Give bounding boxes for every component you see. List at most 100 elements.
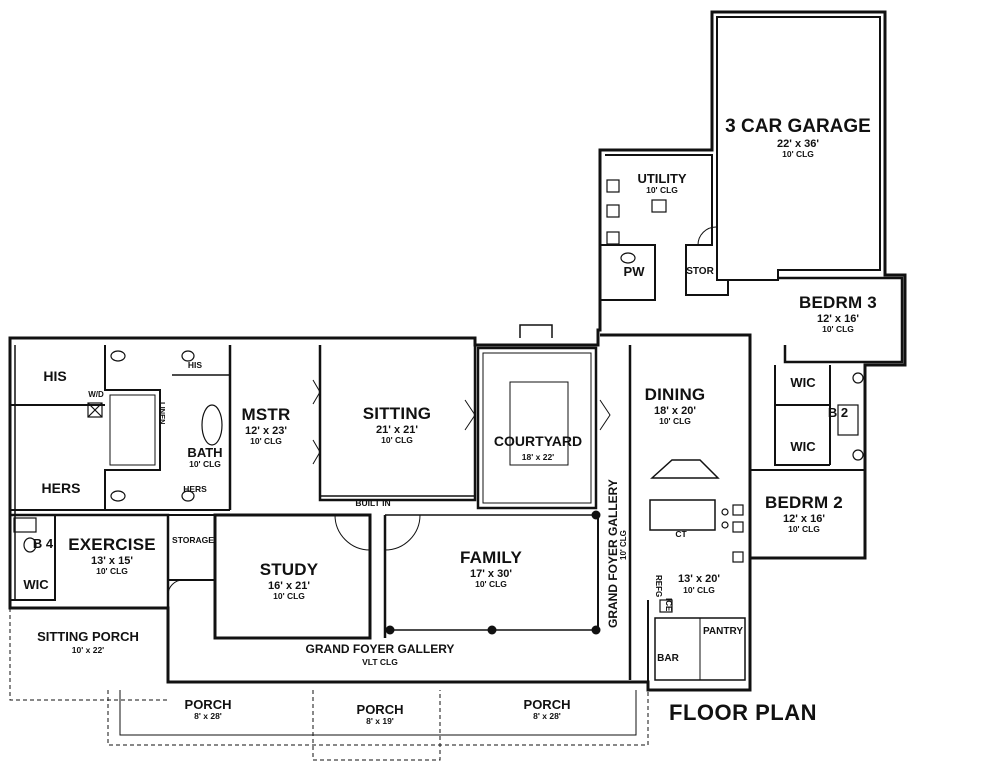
courtyard-name: COURTYARD (493, 433, 583, 449)
room-grand-foyer: GRAND FOYER GALLERY VLT CLG (306, 643, 455, 667)
pw-name: PW (623, 264, 645, 279)
exercise-name: EXERCISE (68, 535, 156, 554)
bedrm3-clg: 10' CLG (822, 324, 854, 335)
garage-name: 3 CAR GARAGE (725, 116, 871, 137)
room-wd: W/D (88, 390, 104, 399)
kitchen-size: 13' x 20' (678, 573, 720, 585)
porch-mid-name: PORCH (356, 702, 404, 717)
sitting-clg: 10' CLG (381, 435, 413, 446)
room-bath: BATH 10' CLG (187, 446, 222, 469)
study-name: STUDY (259, 560, 319, 579)
dining-clg: 10' CLG (659, 416, 691, 427)
study-clg: 10' CLG (273, 591, 305, 602)
room-his-small: HIS (188, 361, 202, 370)
kitchen-clg: 10' CLG (683, 584, 715, 595)
room-built-in: BUILT IN (355, 499, 390, 508)
bath-name: BATH (187, 445, 223, 460)
garage-size: 22' x 36' (777, 137, 819, 150)
room-wic-ex: WIC (23, 578, 48, 592)
dining-name: DINING (644, 385, 706, 404)
bar-name: BAR (657, 653, 679, 664)
utility-name: UTILITY (637, 171, 687, 186)
linen-label: LINEN (158, 402, 167, 425)
study-size: 16' x 21' (268, 579, 310, 592)
room-stor: STOR (686, 266, 714, 278)
exercise-clg: 10' CLG (96, 566, 128, 577)
his-small-name: HIS (187, 360, 203, 370)
hers-name: HERS (41, 480, 81, 496)
room-pantry: PANTRY (703, 626, 743, 638)
room-dining: DINING 18' x 20' 10' CLG (645, 386, 706, 426)
room-porch-mid: PORCH 8' x 19' (357, 703, 404, 726)
room-family: FAMILY 17' x 30' 10' CLG (460, 549, 522, 589)
garage-clg: 10' CLG (782, 149, 814, 160)
room-pw: PW (624, 265, 645, 279)
room-bedrm3: BEDRM 3 12' x 16' 10' CLG (799, 294, 877, 334)
porch-right-size: 8' x 28' (533, 710, 561, 721)
storage-name: STORAGE (172, 535, 214, 545)
room-mstr: MSTR 12' x 23' 10' CLG (242, 406, 291, 446)
porch-mid-size: 8' x 19' (366, 715, 394, 726)
dining-size: 18' x 20' (654, 404, 696, 417)
room-courtyard: COURTYARD 18' x 22' (494, 434, 582, 462)
wd-name: W/D (88, 390, 104, 399)
grand-foyer-vertical-clg: 10' CLG (619, 530, 628, 560)
room-porch-left: PORCH 8' x 28' (185, 698, 232, 721)
bedrm3-name: BEDRM 3 (799, 293, 877, 312)
built-in-name: BUILT IN (355, 498, 391, 508)
room-bedrm2: BEDRM 2 12' x 16' 10' CLG (765, 494, 843, 534)
room-sitting-porch: SITTING PORCH 10' x 22' (37, 630, 139, 655)
bedrm2-clg: 10' CLG (788, 524, 820, 535)
room-storage: STORAGE (172, 536, 214, 545)
mstr-name: MSTR (241, 405, 291, 424)
room-porch-right: PORCH 8' x 28' (524, 698, 571, 721)
hers-small-name: HERS (183, 484, 207, 494)
his-name: HIS (43, 368, 67, 384)
refg-label: REFG (654, 575, 663, 598)
utility-clg: 10' CLG (646, 184, 678, 195)
sitting-size: 21' x 21' (376, 423, 418, 436)
grand-foyer-clg: VLT CLG (362, 656, 398, 667)
family-name: FAMILY (460, 548, 522, 567)
room-hers-small: HERS (183, 485, 207, 494)
grand-foyer-vertical-label: GRAND FOYER GALLERY (606, 479, 620, 628)
stor-name: STOR (686, 266, 714, 277)
room-utility: UTILITY 10' CLG (637, 172, 686, 195)
porch-left-size: 8' x 28' (194, 710, 222, 721)
bedrm3-size: 12' x 16' (817, 312, 859, 325)
room-sitting: SITTING 21' x 21' 10' CLG (363, 405, 431, 445)
b2-name: B 2 (827, 405, 849, 420)
room-his: HIS (43, 369, 66, 384)
grand-foyer-name: GRAND FOYER GALLERY (305, 642, 455, 656)
exercise-size: 13' x 15' (91, 554, 133, 567)
room-b4: B 4 (33, 537, 53, 551)
porch-right-name: PORCH (523, 697, 571, 712)
sitting-porch-name: SITTING PORCH (37, 629, 139, 644)
family-size: 17' x 30' (470, 567, 512, 580)
sitting-name: SITTING (362, 404, 432, 423)
mstr-size: 12' x 23' (245, 424, 287, 437)
sitting-porch-size: 10' x 22' (71, 644, 105, 655)
room-exercise: EXERCISE 13' x 15' 10' CLG (68, 536, 156, 576)
family-clg: 10' CLG (475, 579, 507, 590)
room-ct: CT (675, 530, 686, 539)
room-study: STUDY 16' x 21' 10' CLG (260, 561, 319, 601)
wic-ex-name: WIC (23, 577, 49, 592)
porch-left-name: PORCH (184, 697, 232, 712)
mstr-clg: 10' CLG (250, 436, 282, 447)
room-bar: BAR (657, 653, 679, 665)
wic-b1-name: WIC (790, 375, 816, 390)
bath-clg: 10' CLG (189, 458, 221, 469)
room-b2: B 2 (828, 406, 848, 420)
room-hers: HERS (42, 481, 81, 496)
ct-name: CT (675, 529, 687, 539)
room-wic-b2: WIC (790, 440, 815, 454)
wic-b2-name: WIC (790, 439, 816, 454)
room-garage: 3 CAR GARAGE 22' x 36' 10' CLG (725, 117, 871, 159)
b4-name: B 4 (32, 536, 54, 551)
room-kitchen: 13' x 20' 10' CLG (678, 572, 720, 594)
room-wic-b1: WIC (790, 376, 815, 390)
courtyard-size: 18' x 22' (521, 451, 555, 462)
